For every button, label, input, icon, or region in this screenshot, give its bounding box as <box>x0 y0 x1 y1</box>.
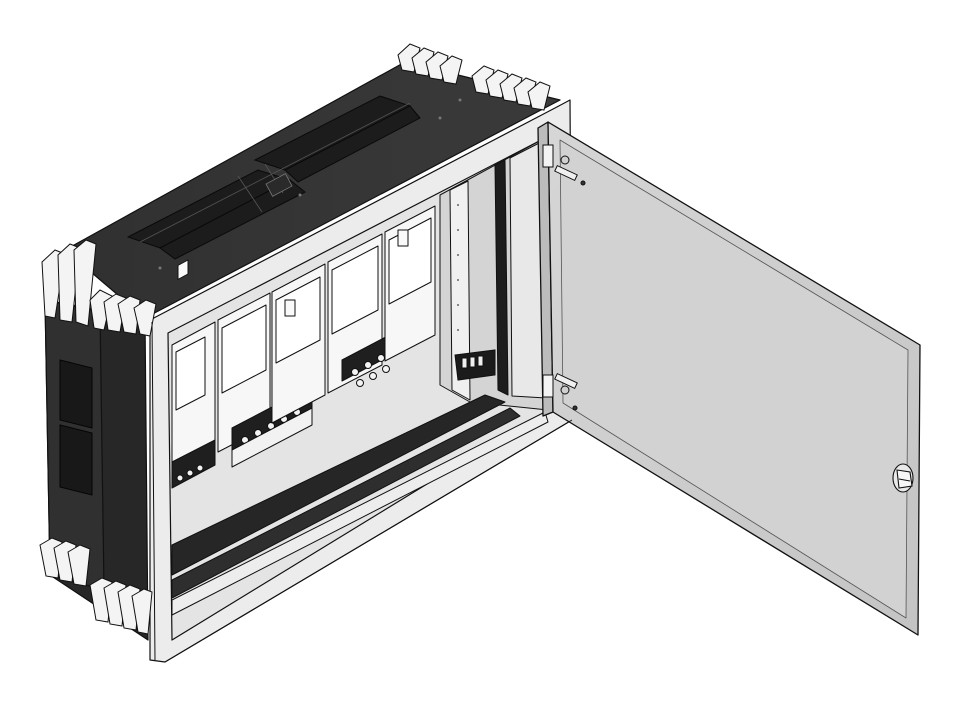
module-3 <box>271 263 326 424</box>
lower-rails <box>171 394 549 616</box>
upper-hinge-icon <box>542 144 586 186</box>
lower-hinge-icon <box>542 372 578 411</box>
top-entry-covers <box>126 95 421 260</box>
side-knockout-upper <box>59 359 93 429</box>
top-cover-right-b <box>284 105 421 183</box>
module-3-switch-icon <box>284 299 296 317</box>
modules <box>171 205 436 489</box>
terminal-block <box>454 349 496 381</box>
top-right-fins <box>397 43 551 111</box>
side-knockouts <box>59 359 93 496</box>
module-1-switch-icon <box>177 259 189 280</box>
top-cover-left-b <box>159 179 306 260</box>
top-latch-icon <box>265 173 293 197</box>
hinges <box>542 144 586 411</box>
interior-rail-strip <box>449 180 471 401</box>
module-5 <box>384 205 436 362</box>
door-inner-panel <box>559 139 909 619</box>
door-lock-icon <box>892 463 914 493</box>
module-5-switch-icon <box>397 229 409 247</box>
top-left-fins <box>41 239 157 337</box>
module-1 <box>171 259 216 489</box>
hinged-door <box>537 121 921 636</box>
interior-dark-channel <box>494 159 509 396</box>
rail-upper <box>171 394 506 576</box>
rail-lower <box>171 407 521 599</box>
bottom-mid-fins <box>89 577 153 635</box>
rail-base <box>171 411 549 616</box>
bottom-left-fins <box>39 537 91 587</box>
side-knockout-lower <box>59 424 93 496</box>
